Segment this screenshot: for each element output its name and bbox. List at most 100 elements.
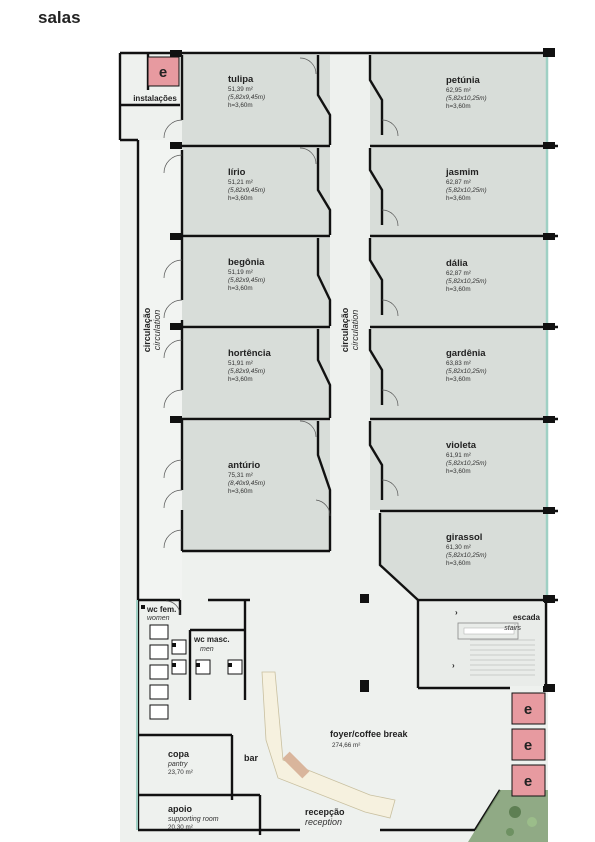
room-begonia-area[interactable]: [182, 238, 330, 326]
room-lirio-area[interactable]: [182, 148, 330, 235]
elevator-2[interactable]: [511, 728, 546, 761]
room-height-jasmim: h=3,60m: [446, 195, 471, 202]
room-height-tulipa: h=3,60m: [228, 102, 253, 109]
room-dims-gardenia: (5,82x10,25m): [446, 368, 487, 375]
bar-label: bar: [244, 753, 259, 763]
foyer-label: foyer/coffee break: [330, 729, 409, 739]
apoio-label: apoio: [168, 804, 193, 814]
installations-label: instalações: [133, 94, 177, 103]
room-area-petunia: 62,95 m²: [446, 87, 471, 94]
room-name-dalia: dália: [446, 258, 468, 269]
elevator-1-label: e: [524, 701, 532, 718]
circulation-left-en: circulation: [152, 310, 162, 351]
reception-label-en: reception: [305, 817, 342, 827]
room-area-anturio: 75,31 m²: [228, 472, 253, 479]
installations-e-text: e: [159, 64, 167, 81]
room-dims-begonia: (5,82x9,45m): [228, 277, 265, 284]
copa-label: copa: [168, 749, 190, 759]
room-area-lirio: 51,21 m²: [228, 179, 253, 186]
room-height-gardenia: h=3,60m: [446, 376, 471, 383]
room-dims-violeta: (5,82x10,25m): [446, 460, 487, 467]
room-dims-anturio: (8,40x9,45m): [228, 480, 265, 487]
room-name-violeta: violeta: [446, 440, 477, 451]
room-area-dalia: 62,87 m²: [446, 270, 471, 277]
room-violeta-area[interactable]: [370, 421, 546, 510]
room-name-gardenia: gardênia: [446, 348, 486, 359]
circulation-center-label: circulação circulation: [340, 307, 360, 352]
elevators: e e e: [511, 692, 546, 797]
room-dims-lirio: (5,82x9,45m): [228, 187, 265, 194]
room-area-hortencia: 51,91 m²: [228, 360, 253, 367]
reception-counter: [261, 671, 396, 819]
circulation-left-pt: circulação: [142, 307, 152, 352]
right-rooms: [370, 55, 546, 598]
room-name-anturio: antúrio: [228, 460, 260, 471]
wc-masc-label-en: men: [200, 646, 214, 653]
elevator-1[interactable]: [511, 692, 546, 725]
room-name-girassol: girassol: [446, 532, 482, 543]
room-girassol-area[interactable]: [380, 513, 546, 598]
room-height-lirio: h=3,60m: [228, 195, 253, 202]
elevator-3-label: e: [524, 773, 532, 790]
room-height-anturio: h=3,60m: [228, 488, 253, 495]
room-name-hortencia: hortência: [228, 348, 271, 359]
left-circulation-area: [138, 140, 182, 600]
elevator-3[interactable]: [511, 764, 546, 797]
copa-area: 23,70 m²: [168, 769, 193, 776]
room-name-begonia: begônia: [228, 257, 265, 268]
room-height-hortencia: h=3,60m: [228, 376, 253, 383]
elevator-2-label: e: [524, 737, 532, 754]
wc-fem-label-en: women: [147, 615, 170, 622]
circulation-center-en: circulation: [350, 310, 360, 351]
room-area-jasmim: 62,87 m²: [446, 179, 471, 186]
room-name-petunia: petúnia: [446, 75, 480, 86]
circulation-left-label: circulação circulation: [142, 307, 162, 352]
room-petunia-area[interactable]: [370, 55, 546, 145]
copa-label-en: pantry: [167, 761, 188, 768]
plants: [468, 790, 548, 842]
stairs-drawing: [420, 602, 544, 686]
room-height-petunia: h=3,60m: [446, 103, 471, 110]
room-dims-tulipa: (5,82x9,45m): [228, 94, 265, 101]
left-rooms: [182, 55, 330, 551]
installations-e-box[interactable]: [147, 56, 180, 87]
room-dims-jasmim: (5,82x10,25m): [446, 187, 487, 194]
stairs-arrow-up-icon: ›: [455, 608, 458, 617]
room-name-lirio: lírio: [228, 167, 246, 178]
room-area-begonia: 51,19 m²: [228, 269, 253, 276]
room-dims-hortencia: (5,82x9,45m): [228, 368, 265, 375]
room-area-gardenia: 63,83 m²: [446, 360, 471, 367]
room-hortencia-area[interactable]: [182, 329, 330, 418]
room-area-violeta: 61,91 m²: [446, 452, 471, 459]
room-dims-petunia: (5,82x10,25m): [446, 95, 487, 102]
room-dims-girassol: (5,82x10,25m): [446, 552, 487, 559]
restroom-stalls: [149, 624, 243, 720]
room-gardenia-area[interactable]: [370, 329, 546, 418]
columns: [170, 48, 555, 692]
stairs-label-en: stairs: [504, 625, 521, 632]
stairs-label: escada: [513, 613, 541, 622]
reception-label: recepção: [305, 807, 345, 817]
wc-fem-label: wc fem.: [146, 605, 176, 614]
foyer-area: 274,66 m²: [332, 742, 360, 749]
room-name-tulipa: tulipa: [228, 74, 254, 85]
room-height-dalia: h=3,60m: [446, 286, 471, 293]
room-tulipa-area[interactable]: [182, 55, 330, 145]
stairs-arrow-down-icon: ›: [452, 661, 455, 670]
room-area-girassol: 61,30 m²: [446, 544, 471, 551]
room-height-girassol: h=3,60m: [446, 560, 471, 567]
room-dalia-area[interactable]: [370, 238, 546, 326]
wc-masc-label: wc masc.: [193, 635, 230, 644]
room-height-begonia: h=3,60m: [228, 285, 253, 292]
room-anturio-area[interactable]: [182, 421, 330, 551]
circulation-center-pt: circulação: [340, 307, 350, 352]
restroom-fixtures: [141, 605, 232, 667]
room-jasmim-area[interactable]: [370, 148, 546, 235]
doors: [163, 57, 399, 616]
room-height-violeta: h=3,60m: [446, 468, 471, 475]
page-title: salas: [38, 8, 81, 27]
room-area-tulipa: 51,39 m²: [228, 86, 253, 93]
apoio-area: 20,30 m²: [168, 824, 193, 831]
